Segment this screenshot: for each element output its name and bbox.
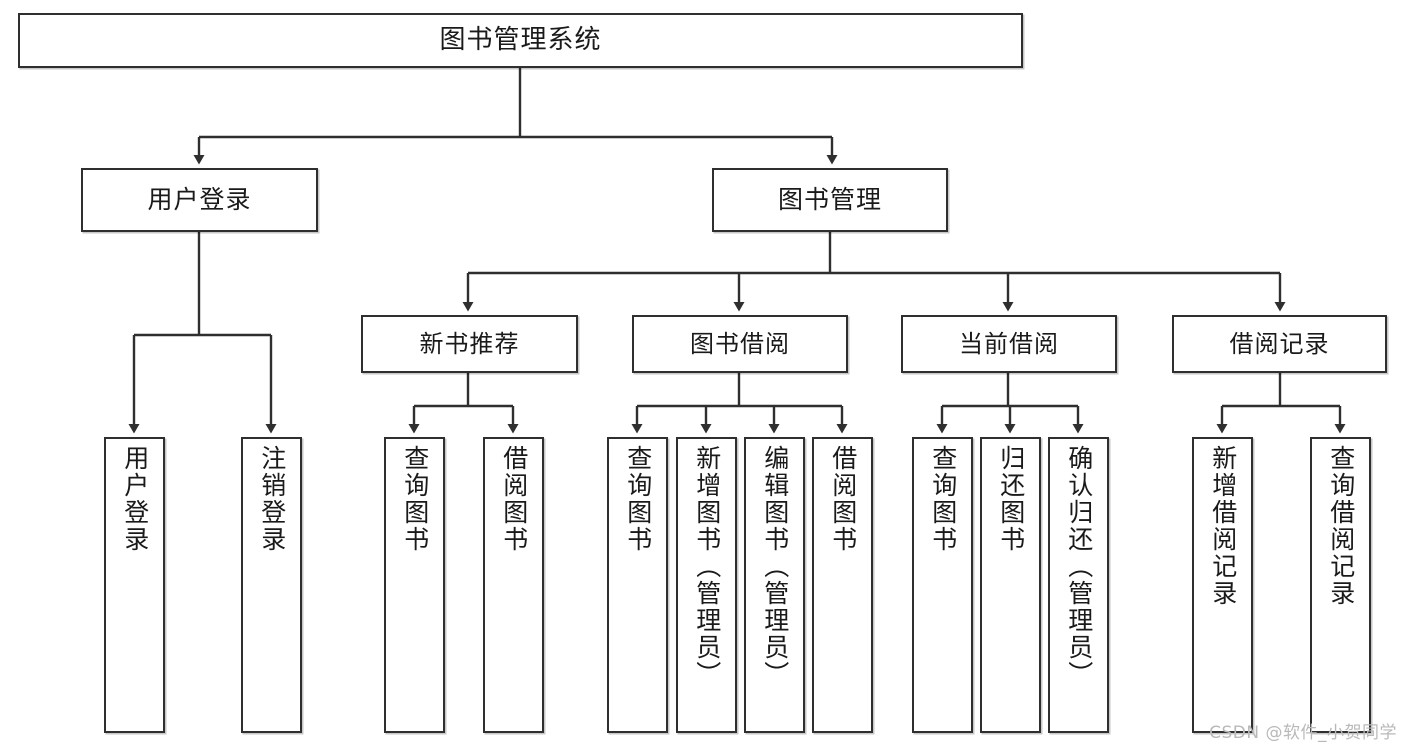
leaf-query-book-borrow[interactable]: 查询图书	[607, 437, 668, 733]
node-user-login[interactable]: 用户登录	[81, 168, 318, 232]
node-label: 新书推荐	[419, 329, 520, 358]
leaf-logout-login[interactable]: 注销登录	[241, 437, 302, 733]
node-label: 新增图书（管理员）	[692, 445, 722, 688]
node-label: 用户登录	[147, 185, 252, 215]
leaf-query-book-current[interactable]: 查询图书	[912, 437, 973, 733]
node-label: 新增借阅记录	[1208, 445, 1238, 607]
node-label: 查询图书	[400, 445, 430, 553]
leaf-edit-book-admin[interactable]: 编辑图书（管理员）	[744, 437, 805, 733]
csdn-watermark: CSDN @软件_小贺同学	[1209, 723, 1397, 743]
node-borrow-record[interactable]: 借阅记录	[1172, 315, 1387, 373]
leaf-add-borrow-record[interactable]: 新增借阅记录	[1192, 437, 1253, 733]
node-label: 归还图书	[996, 445, 1026, 553]
leaf-query-book-newbook[interactable]: 查询图书	[384, 437, 445, 733]
node-label: 图书管理	[777, 185, 882, 215]
node-new-book-recommend[interactable]: 新书推荐	[361, 315, 578, 373]
node-label: 查询图书	[928, 445, 958, 553]
leaf-add-book-admin[interactable]: 新增图书（管理员）	[676, 437, 737, 733]
leaf-user-login[interactable]: 用户登录	[104, 437, 165, 733]
node-label: 注销登录	[257, 445, 287, 553]
node-label: 图书借阅	[690, 329, 790, 358]
leaf-return-book[interactable]: 归还图书	[980, 437, 1041, 733]
node-label: 借阅记录	[1229, 329, 1330, 358]
leaf-borrow-book-newbook[interactable]: 借阅图书	[483, 437, 544, 733]
node-label: 借阅图书	[828, 445, 858, 553]
node-root-system[interactable]: 图书管理系统	[18, 13, 1023, 68]
node-label: 借阅图书	[499, 445, 529, 553]
node-label: 当前借阅	[959, 329, 1059, 358]
node-label: 确认归还（管理员）	[1064, 445, 1094, 688]
node-label: 用户登录	[120, 445, 150, 553]
leaf-borrow-book[interactable]: 借阅图书	[812, 437, 873, 733]
node-book-management[interactable]: 图书管理	[712, 168, 948, 232]
node-label: 图书管理系统	[439, 25, 602, 56]
leaf-confirm-return-admin[interactable]: 确认归还（管理员）	[1048, 437, 1109, 733]
node-label: 查询图书	[623, 445, 653, 553]
node-label: 查询借阅记录	[1326, 445, 1356, 607]
node-label: 编辑图书（管理员）	[760, 445, 790, 688]
leaf-query-borrow-record[interactable]: 查询借阅记录	[1310, 437, 1371, 733]
node-current-borrow[interactable]: 当前借阅	[901, 315, 1117, 373]
node-book-borrow[interactable]: 图书借阅	[632, 315, 848, 373]
